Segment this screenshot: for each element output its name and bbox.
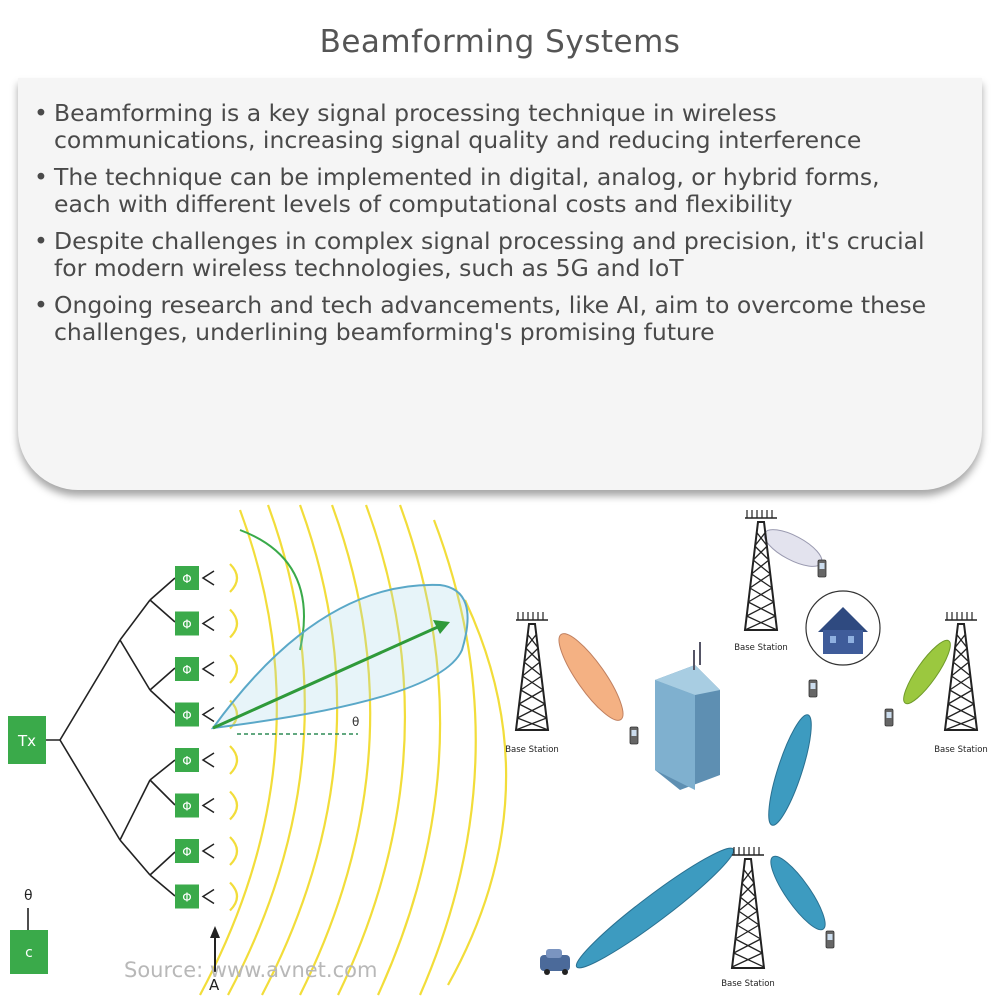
phase-shifter-label: Φ [182, 572, 191, 586]
phase-shifter-block [175, 839, 199, 863]
c-block [10, 930, 48, 974]
phase-shifter-label: Φ [182, 618, 191, 632]
phase-shifter-block [175, 748, 199, 772]
bullet-dot: • [34, 163, 48, 191]
bullet-dot: • [34, 227, 48, 255]
wavefronts [199, 504, 508, 996]
phase-shifter-label: Φ [182, 845, 191, 859]
green-arc [239, 529, 305, 651]
source-credit: Source: www.avnet.com [124, 958, 378, 982]
wavefront-line [447, 599, 508, 986]
bullet-item: •Beamforming is a key signal processing … [34, 100, 934, 154]
wavefront-line [418, 519, 477, 996]
phone-icon [629, 726, 639, 745]
phase-shifter-label: Φ [182, 754, 191, 768]
bullet-dot: • [34, 291, 48, 319]
page-title: Beamforming Systems [319, 24, 681, 60]
cell-tower-icon [514, 612, 550, 731]
c-label: c [25, 945, 33, 961]
phase-shifter-array: Φ Φ Φ Φ Φ Φ Φ Φ [175, 566, 215, 909]
a-arrow-head [210, 926, 220, 938]
wavefront-line [376, 504, 442, 996]
wavefront-line [337, 504, 407, 996]
base-station-label-right: Base Station [934, 745, 988, 755]
antenna-element [201, 615, 215, 632]
base-station-label-left: Base Station [505, 745, 559, 755]
wavefront-line [199, 509, 278, 996]
bullet-list: •Beamforming is a key signal processing … [34, 100, 934, 356]
antenna-element [201, 843, 215, 859]
arrow-head [433, 620, 450, 634]
phase-shifter-label: Φ [182, 709, 191, 723]
bullet-text: Beamforming is a key signal processing t… [54, 99, 862, 154]
phone-icon [817, 559, 827, 578]
house-coverage-circle [805, 590, 881, 666]
tx-block [8, 716, 46, 764]
cell-tower-icon [943, 612, 979, 731]
bullet-dot: • [34, 99, 48, 127]
wavefront-line [229, 836, 239, 866]
phase-shifter-block [175, 702, 199, 727]
antenna-element [201, 706, 215, 723]
base-station-label-top: Base Station [734, 643, 788, 653]
a-label: A [209, 976, 220, 994]
bullet-item: •Ongoing research and tech advancements,… [34, 292, 934, 346]
orange-beam [558, 633, 624, 721]
feed-network [27, 577, 176, 932]
theta-label: θ [24, 888, 33, 904]
green-beam [903, 639, 951, 705]
phone-icon [825, 930, 835, 949]
office-building-icon [655, 642, 720, 790]
phone-icons [629, 559, 894, 949]
base-station-towers [514, 510, 979, 969]
bullet-text: Despite challenges in complex signal pro… [54, 227, 925, 282]
theta-angle-label: θ [352, 715, 359, 729]
antenna-element [201, 797, 215, 814]
wavefront-line [229, 608, 239, 639]
phase-shifter-block [175, 566, 199, 590]
cell-tower-icon [730, 847, 766, 969]
phase-shifter-label: Φ [182, 891, 191, 905]
wavefront-line [229, 563, 239, 593]
phone-icon [884, 708, 894, 727]
tx-label: Tx [17, 732, 36, 750]
summary-card [18, 78, 982, 490]
wavefront-line [229, 654, 239, 684]
cell-tower-icon [743, 510, 779, 631]
phone-icon [808, 679, 818, 698]
beam-lobe [210, 583, 469, 730]
bullet-text: The technique can be implemented in digi… [54, 163, 880, 218]
wavefront-line [229, 745, 239, 775]
beamforming-illustration: θ Tx c θ Φ Φ Φ Φ Φ Φ Φ Φ A [8, 504, 988, 996]
wavefront-line [227, 504, 306, 996]
wavefront-line [229, 790, 239, 821]
blue-beam-right [770, 855, 826, 931]
wavefront-line [261, 504, 339, 996]
antenna-element [201, 661, 215, 677]
house-icon [818, 607, 868, 654]
wavefront-line [229, 881, 239, 912]
wavefront-line [299, 504, 372, 996]
blue-beam-up [768, 714, 812, 826]
bullet-item: •Despite challenges in complex signal pr… [34, 228, 934, 282]
base-station-label-bottom: Base Station [721, 979, 775, 989]
phase-shifter-label: Φ [182, 663, 191, 677]
phase-shifter-label: Φ [182, 800, 191, 814]
phase-shifter-block [175, 884, 199, 909]
antenna-element [201, 752, 215, 768]
phase-shifter-block [175, 793, 199, 818]
bullet-item: •The technique can be implemented in dig… [34, 164, 934, 218]
bullet-text: Ongoing research and tech advancements, … [54, 291, 927, 346]
phase-shifter-block [175, 657, 199, 681]
car-icon [540, 949, 570, 975]
antenna-element [201, 888, 215, 905]
antenna-element [201, 570, 215, 586]
beam-direction-arrow [212, 624, 441, 730]
phase-shifter-block [175, 611, 199, 636]
blue-beam-left [575, 847, 735, 969]
